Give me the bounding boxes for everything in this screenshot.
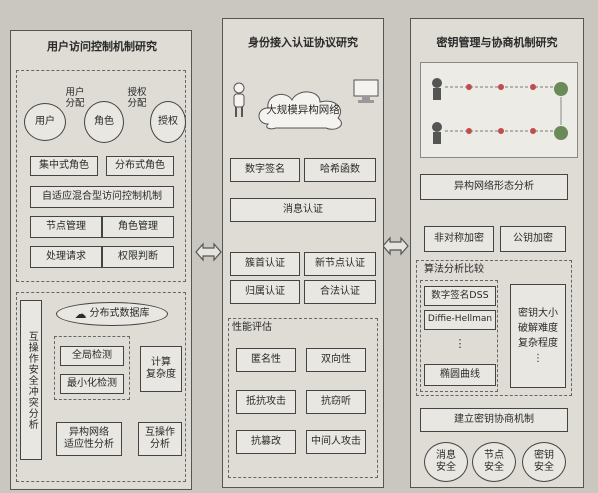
key-exchange-illustration xyxy=(420,62,578,158)
net-form-analysis-box: 异构网络形态分析 xyxy=(420,174,568,200)
auth-new-node: 新节点认证 xyxy=(304,252,376,276)
auth-cluster-head: 簇首认证 xyxy=(230,252,300,276)
algo-diffie-hellman: Diffie-Hellman xyxy=(424,310,496,330)
asymmetric-box: 非对称加密 xyxy=(424,226,494,252)
key-size-box: 密钥大小 破解难度 复杂程度 ⋮ xyxy=(510,284,566,388)
distributed-role-box: 分布式角色 xyxy=(106,156,174,176)
user-node: 用户 xyxy=(24,103,66,141)
auth-home: 归属认证 xyxy=(230,280,300,304)
network-label: 大规模异构网络 xyxy=(266,104,340,116)
detection-group xyxy=(54,336,130,400)
message-auth-box: 消息认证 xyxy=(230,198,376,222)
right-panel-title: 密钥管理与协商机制研究 xyxy=(436,36,558,49)
node-security-node: 节点 安全 xyxy=(472,442,516,482)
interop-conflict-side-label: 互操作安全冲突分析 xyxy=(20,300,42,460)
distributed-db: ☁分布式数据库 xyxy=(56,302,168,326)
grid-role-management: 角色管理 xyxy=(102,216,174,238)
algo-ellipsis: ⋮ xyxy=(454,337,466,350)
perf-anti-eavesdrop: 抗窃听 xyxy=(306,390,366,414)
left-panel-title: 用户访问控制机制研究 xyxy=(47,40,157,53)
heterogeneous-adapt-box: 异构网络 适应性分析 xyxy=(56,422,122,456)
perf-bidirectional: 双向性 xyxy=(306,348,366,372)
auth-legal: 合法认证 xyxy=(304,280,376,304)
algo-title: 算法分析比较 xyxy=(424,264,484,275)
side-label-text: 互操作安全冲突分析 xyxy=(26,330,38,430)
centralized-role-box: 集中式角色 xyxy=(30,156,98,176)
public-key-box: 公钥加密 xyxy=(500,226,566,252)
person-icon xyxy=(230,82,248,118)
key-agreement-box: 建立密钥协商机制 xyxy=(420,408,568,432)
hash-function-box: 哈希函数 xyxy=(304,158,376,182)
permission-node: 授权 xyxy=(150,101,186,143)
perf-mitm: 中间人攻击 xyxy=(306,430,366,454)
key-security-node: 密钥 安全 xyxy=(522,442,566,482)
grid-node-management: 节点管理 xyxy=(30,216,102,238)
grid-process-request: 处理请求 xyxy=(30,246,102,268)
adaptive-mechanism-box: 自适应混合型访问控制机制 xyxy=(30,186,174,208)
algo-dss: 数字签名DSS xyxy=(424,286,496,306)
digital-signature-box: 数字签名 xyxy=(230,158,300,182)
global-detect-box: 全局检测 xyxy=(60,346,124,366)
perf-anti-tamper: 抗篡改 xyxy=(236,430,296,454)
interop-analysis-box: 互操作 分析 xyxy=(138,422,182,456)
min-detect-box: 最小化检测 xyxy=(60,374,124,394)
cloud-icon: ☁ xyxy=(74,306,87,321)
network-cloud xyxy=(254,86,352,134)
user-assign-label: 用户 分配 xyxy=(65,87,85,109)
performance-group xyxy=(228,318,378,478)
perf-resist-attack: 抵抗攻击 xyxy=(236,390,296,414)
algo-list-group xyxy=(420,280,498,392)
message-security-node: 消息 安全 xyxy=(424,442,468,482)
left-bottom-group xyxy=(16,292,186,482)
performance-title: 性能评估 xyxy=(232,322,272,333)
middle-panel-title: 身份接入认证协议研究 xyxy=(248,36,358,49)
grid-permission-judge: 权限判断 xyxy=(102,246,174,268)
compute-complexity-box: 计算 复杂度 xyxy=(140,346,182,392)
role-node: 角色 xyxy=(84,101,124,143)
computer-icon xyxy=(352,78,380,104)
perf-anonymity: 匿名性 xyxy=(236,348,296,372)
perm-assign-label: 授权 分配 xyxy=(127,87,147,109)
left-top-group xyxy=(16,70,186,282)
algo-group xyxy=(416,260,572,396)
algo-ecc: 椭圆曲线 xyxy=(424,364,496,386)
distributed-db-label: 分布式数据库 xyxy=(89,307,150,319)
